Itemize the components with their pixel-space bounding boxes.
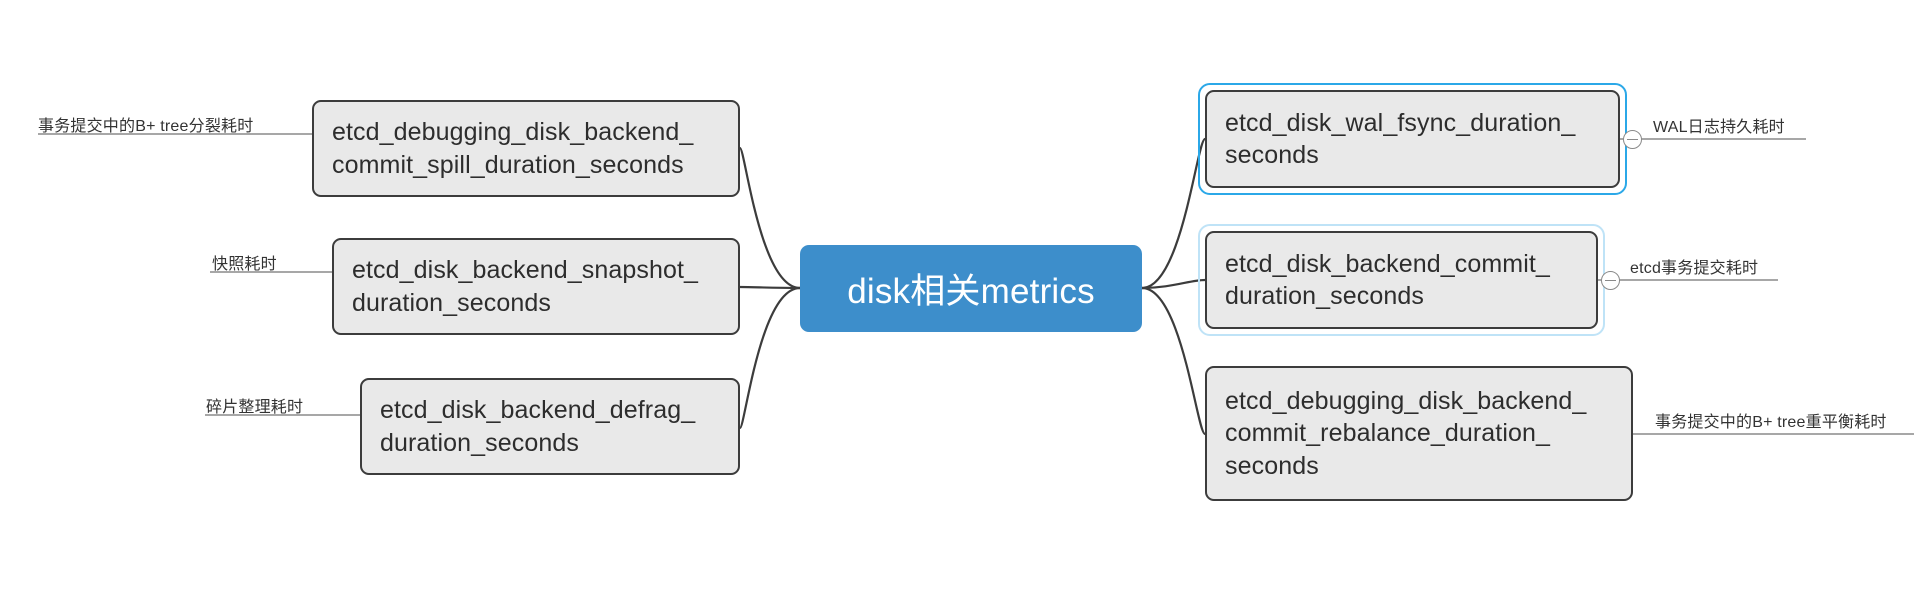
node-backend-defrag-label: etcd_disk_backend_defrag_ duration_secon… bbox=[380, 396, 696, 457]
node-wal-fsync-label: etcd_disk_wal_fsync_duration_ seconds bbox=[1225, 108, 1576, 170]
link-left-3 bbox=[738, 286, 801, 430]
node-commit-spill-label: etcd_debugging_disk_backend_ commit_spil… bbox=[332, 118, 694, 179]
node-backend-defrag[interactable]: etcd_disk_backend_defrag_ duration_secon… bbox=[360, 378, 740, 475]
node-commit-rebalance[interactable]: etcd_debugging_disk_backend_ commit_reba… bbox=[1205, 366, 1633, 501]
link-left-2 bbox=[739, 285, 801, 290]
node-backend-commit[interactable]: etcd_disk_backend_commit_ duration_secon… bbox=[1205, 231, 1598, 329]
center-node-label: disk相关metrics bbox=[847, 272, 1095, 311]
node-commit-spill[interactable]: etcd_debugging_disk_backend_ commit_spil… bbox=[312, 100, 740, 197]
collapse-icon-backend-commit[interactable] bbox=[1601, 271, 1620, 290]
link-left-1 bbox=[738, 146, 801, 290]
annotation-backend-snapshot: 快照耗时 bbox=[212, 256, 277, 273]
link-right-2 bbox=[1141, 278, 1206, 290]
annotation-backend-commit: etcd事务提交耗时 bbox=[1630, 260, 1759, 277]
node-commit-rebalance-label: etcd_debugging_disk_backend_ commit_reba… bbox=[1225, 386, 1587, 480]
node-backend-snapshot[interactable]: etcd_disk_backend_snapshot_ duration_sec… bbox=[332, 238, 740, 335]
node-backend-snapshot-label: etcd_disk_backend_snapshot_ duration_sec… bbox=[352, 256, 699, 317]
annotation-backend-defrag: 碎片整理耗时 bbox=[206, 399, 304, 416]
annotation-wal-fsync: WAL日志持久耗时 bbox=[1653, 119, 1785, 136]
annotation-commit-rebalance: 事务提交中的B+ tree重平衡耗时 bbox=[1655, 414, 1887, 431]
collapse-icon-wal-fsync[interactable] bbox=[1623, 130, 1642, 149]
annotation-commit-spill: 事务提交中的B+ tree分裂耗时 bbox=[38, 118, 254, 135]
link-right-1 bbox=[1141, 137, 1207, 290]
link-right-3 bbox=[1141, 286, 1207, 436]
node-backend-commit-label: etcd_disk_backend_commit_ duration_secon… bbox=[1225, 249, 1550, 311]
node-wal-fsync[interactable]: etcd_disk_wal_fsync_duration_ seconds bbox=[1205, 90, 1620, 188]
center-node[interactable]: disk相关metrics bbox=[800, 245, 1142, 332]
